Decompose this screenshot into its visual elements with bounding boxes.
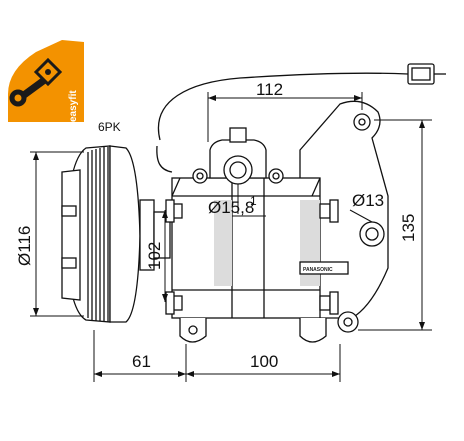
easyfit-logo: easyfit [8, 40, 84, 122]
brand-label: PANASONIC [303, 267, 333, 273]
dim-body-length: 100 [250, 352, 278, 371]
wire-harness [156, 63, 446, 173]
dim-mount-height: 102 [145, 242, 164, 270]
pin-mark: 1 [250, 194, 257, 208]
dimension-lines [30, 92, 432, 382]
dim-port-suction: Ø15,8 [208, 198, 254, 217]
dim-height-right: 135 [399, 214, 418, 242]
dimension-arrows [33, 95, 425, 377]
belt-label: 6PK [98, 120, 121, 134]
logo-text: easyfit [68, 90, 79, 122]
wrench-icon [9, 57, 63, 107]
compressor-body [165, 100, 389, 343]
dim-pulley-diameter: Ø116 [15, 226, 34, 266]
pulley [61, 145, 171, 323]
dim-width-top: 112 [256, 80, 283, 99]
dim-port-discharge: Ø13 [352, 191, 384, 210]
dim-pulley-offset: 61 [132, 352, 151, 371]
